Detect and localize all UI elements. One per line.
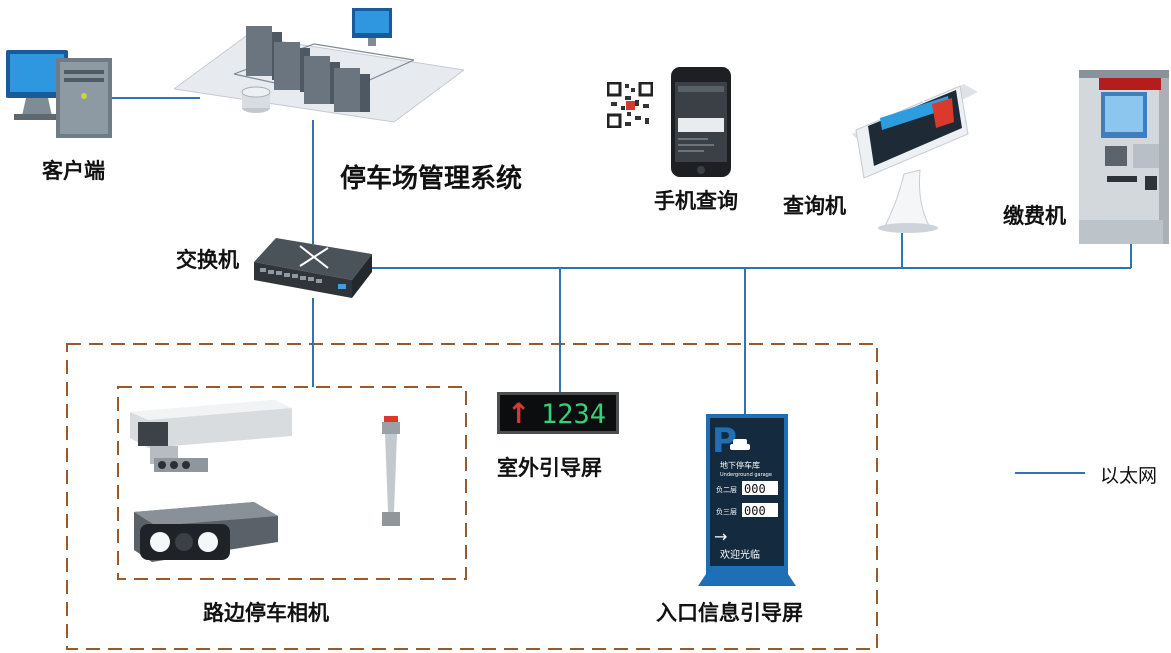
- direction-arrow-icon: →: [714, 527, 727, 546]
- query-kiosk-label: 查询机: [783, 194, 846, 218]
- level-b3-label: 负三层: [716, 507, 737, 516]
- entrance-guidance-sign: P 地下停车库 Underground garage 负二层 000 负三层 0…: [698, 414, 796, 586]
- outdoor-led-screen: ↑ 1234: [497, 392, 619, 434]
- parking-p-letter: P: [712, 421, 737, 461]
- client-label: 客户端: [42, 159, 105, 183]
- payment-kiosk-label: 缴费机: [1003, 204, 1066, 228]
- management-system-label: 停车场管理系统: [340, 164, 523, 194]
- switch-icon: [254, 238, 372, 298]
- switch-label: 交换机: [176, 248, 239, 272]
- roadside-camera-label: 路边停车相机: [203, 601, 329, 625]
- welcome-text: 欢迎光临: [720, 548, 760, 561]
- level-b2-count: 000: [744, 482, 766, 496]
- server-room-icon: [174, 8, 464, 123]
- outdoor-screen-arrow-icon: ↑: [507, 397, 530, 430]
- bullet-camera-icon: [134, 502, 278, 562]
- client-computer-icon: [6, 50, 112, 138]
- phone-icon: [671, 67, 731, 177]
- legend-ethernet-label: 以太网: [1100, 465, 1158, 487]
- level-b3-count: 000: [744, 504, 766, 518]
- box-camera-icon: [130, 400, 292, 472]
- garage-name-en: Underground garage: [720, 472, 772, 478]
- query-kiosk-icon: 停车 找车: [852, 84, 978, 233]
- level-b2-label: 负二层: [716, 485, 737, 494]
- camera-dashed-group: [117, 386, 467, 580]
- outdoor-screen-number: 1234: [541, 399, 606, 430]
- qr-code-icon: [607, 82, 653, 128]
- payment-kiosk-icon: [1079, 70, 1169, 244]
- mobile-query-label: 手机查询: [654, 189, 738, 213]
- server-rack-icon: [246, 26, 370, 112]
- entrance-screen-label: 入口信息引导屏: [656, 601, 803, 625]
- car-icon: [730, 439, 750, 450]
- garage-name-cn: 地下停车库: [720, 460, 760, 470]
- pole-detector-icon: [382, 416, 400, 526]
- outdoor-screen-label: 室外引导屏: [497, 456, 602, 480]
- monitor-icon: [352, 8, 392, 46]
- outer-dashed-group: [66, 343, 878, 650]
